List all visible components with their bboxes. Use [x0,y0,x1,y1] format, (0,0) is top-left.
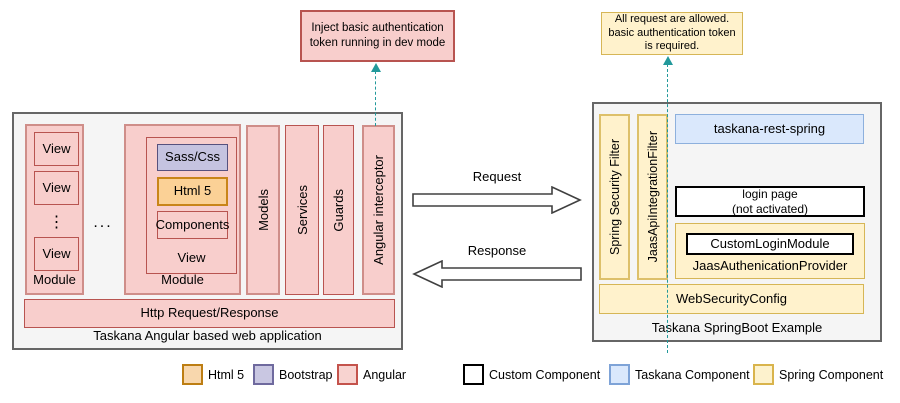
spring-security-filter-column: Spring Security Filter [599,114,630,280]
login-page-line2: (not activated) [731,201,809,216]
module-left: View View ⋮ View Module [25,124,84,295]
legend-label: Bootstrap [279,367,333,382]
dashed-connector-right [667,64,668,353]
view-box: View [34,132,79,166]
arrow-up-icon [663,56,673,65]
module-label: Module [161,272,204,287]
spring-component-swatch-icon [753,364,774,385]
custom-login-module-box: CustomLoginModule [686,233,854,255]
note-dev-token: Inject basic authentication token runnin… [300,10,455,62]
view-label: View [42,245,71,261]
view-label: View [42,179,71,195]
jaas-api-integration-filter-column: JaasApiIntegrationFilter [637,114,668,280]
custom-component-swatch-icon [463,364,484,385]
dashed-connector-left [375,71,376,126]
components-box: Components [155,211,230,239]
legend-item-html5: Html 5 [182,364,244,385]
http-request-response-bar: Http Request/Response [24,299,395,328]
view-label: View [177,250,206,265]
request-arrow-icon [412,186,582,214]
web-security-config-bar: WebSecurityConfig [599,284,864,314]
html5-label: Html 5 [173,183,212,199]
response-label: Response [467,243,527,258]
legend-item-spring-component: Spring Component [753,364,883,385]
services-column: Services [285,125,319,295]
request-label: Request [472,169,522,184]
legend-item-bootstrap: Bootstrap [253,364,333,385]
jaas-authentication-provider-box: CustomLoginModule JaasAuthenicationProvi… [675,223,865,279]
taskana-rest-spring-box: taskana-rest-spring [675,114,864,144]
login-page-line1: login page [742,187,798,202]
arrow-up-icon [371,63,381,72]
angular-app-container: View View ⋮ View Module ... Sass/Css Htm… [12,112,403,350]
models-column: Models [246,125,280,295]
view-box: View [34,171,79,205]
springboot-title: Taskana SpringBoot Example [651,320,823,335]
module-label: Module [33,272,76,287]
login-page-box: login page (not activated) [675,186,865,217]
taskana-component-swatch-icon [609,364,630,385]
html5-swatch-icon [182,364,203,385]
angular-interceptor-column: Angular interceptor [362,125,395,295]
response-arrow-icon [412,260,582,288]
legend-label: Custom Component [489,367,601,382]
modules-ellipsis: ... [93,214,113,231]
legend-label: Angular [363,367,407,382]
legend-label: Html 5 [208,367,245,382]
angular-app-title: Taskana Angular based web application [93,328,322,343]
note-auth-required: All request are allowed. basic authentic… [601,12,743,55]
jaas-provider-label: JaasAuthenicationProvider [692,258,848,273]
springboot-container: Spring Security Filter JaasApiIntegratio… [592,102,882,342]
sass-css-label: Sass/Css [165,149,220,165]
bootstrap-swatch-icon [253,364,274,385]
note-dev-token-text: Inject basic authentication token runnin… [309,22,446,49]
sass-css-box: Sass/Css [157,144,228,171]
angular-swatch-icon [337,364,358,385]
html5-box: Html 5 [157,177,228,206]
view-label: View [42,140,71,156]
legend-label: Taskana Component [635,367,750,382]
note-auth-required-text: All request are allowed. basic authentic… [608,12,736,53]
legend-item-angular: Angular [337,364,406,385]
view-container: Sass/Css Html 5 Components View [146,137,237,274]
components-label: Components [155,216,230,232]
legend-item-custom-component: Custom Component [463,364,600,385]
legend-label: Spring Component [779,367,884,382]
view-box: View [34,237,79,271]
legend-item-taskana-component: Taskana Component [609,364,750,385]
guards-column: Guards [323,125,354,295]
module-right: Sass/Css Html 5 Components View Module [124,124,241,295]
more-views-indicator: ⋮ [48,214,65,231]
